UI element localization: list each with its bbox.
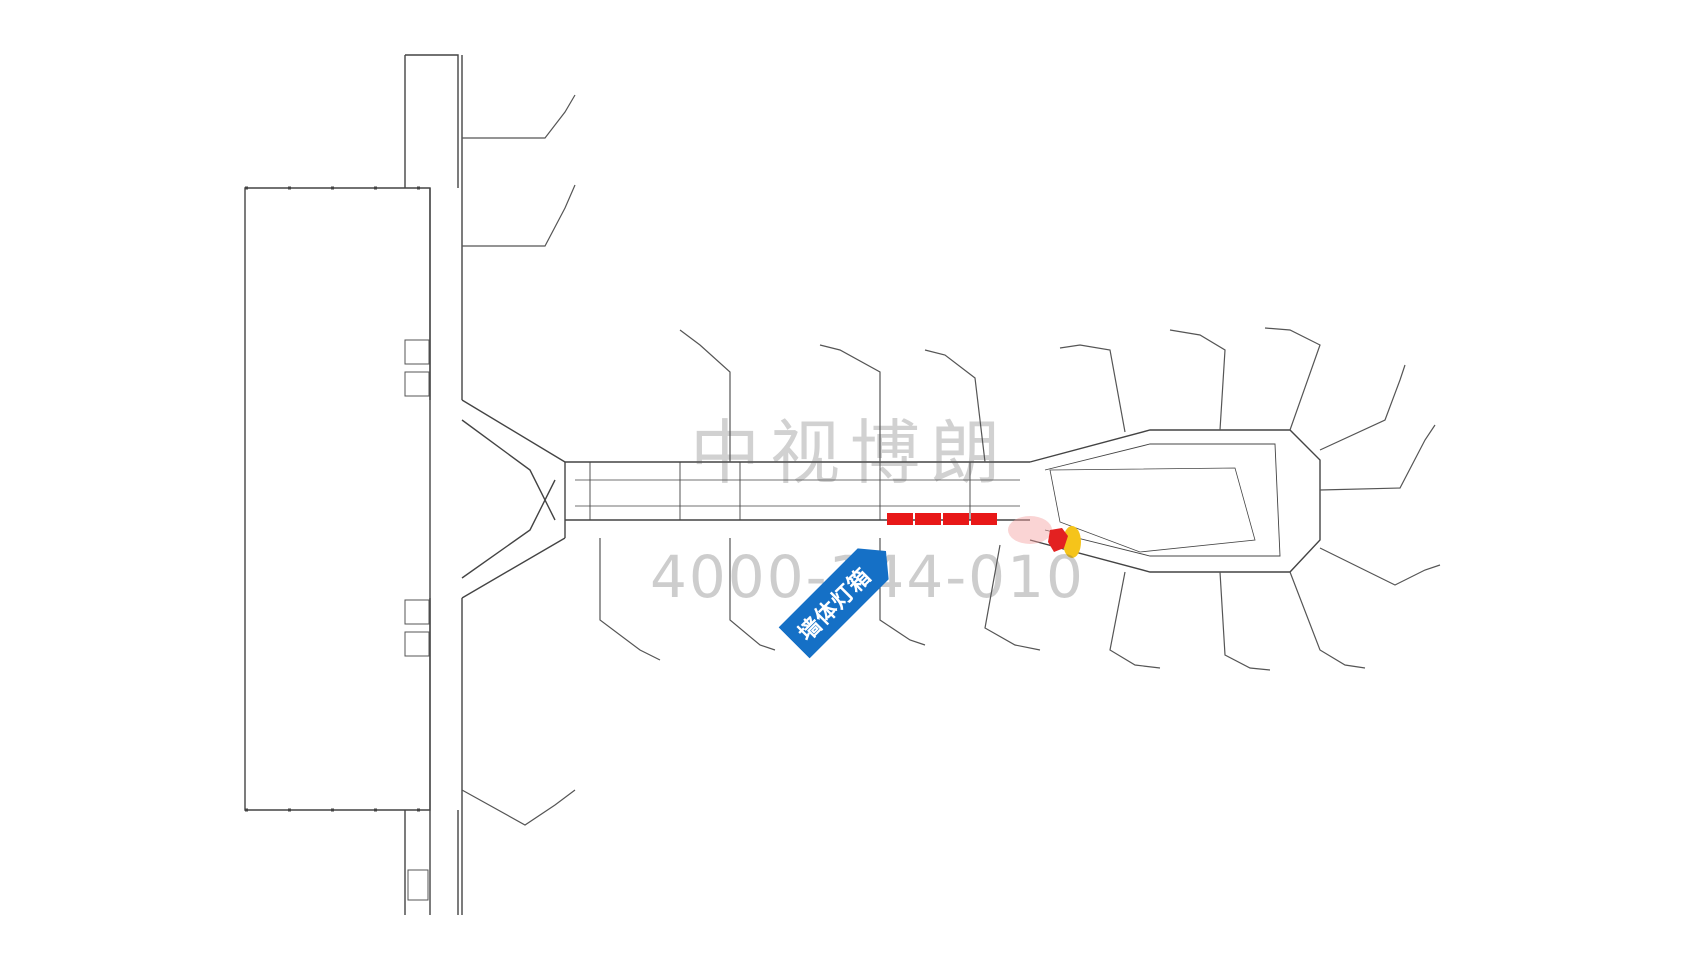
satellite-inner bbox=[1044, 443, 1281, 557]
jet-bridge-icon bbox=[984, 544, 1041, 651]
lightbox-position-2 bbox=[915, 513, 941, 525]
floor-plan-lines bbox=[244, 54, 1321, 915]
jet-bridges bbox=[461, 94, 1441, 826]
jet-bridge-icon bbox=[462, 94, 576, 139]
jet-bridge-icon bbox=[1289, 571, 1366, 669]
lower-wing-outline bbox=[404, 810, 459, 915]
jet-bridge-icon bbox=[819, 344, 881, 462]
jet-bridge-icon bbox=[679, 329, 731, 462]
service-rooms bbox=[404, 339, 430, 901]
jet-bridge-icon bbox=[1059, 344, 1126, 433]
pier-rooms bbox=[589, 462, 971, 520]
satellite-outline bbox=[1029, 429, 1321, 573]
jet-bridge-icon bbox=[461, 789, 576, 826]
jet-bridge-icon bbox=[462, 184, 576, 247]
jet-bridge-icon bbox=[1219, 571, 1271, 671]
jet-bridge-icon bbox=[599, 538, 661, 661]
satellite-courtyard bbox=[1049, 467, 1256, 553]
location-marker-icon bbox=[1008, 516, 1081, 558]
jet-bridge-icon bbox=[1264, 327, 1321, 431]
ad-positions bbox=[887, 513, 997, 525]
left-corridor bbox=[429, 55, 463, 915]
upper-wing-outline bbox=[404, 54, 459, 188]
jet-bridge-icon bbox=[729, 538, 776, 651]
jet-bridge-icon bbox=[1109, 571, 1161, 669]
jet-bridge-icon bbox=[924, 349, 986, 463]
lower-diagonal bbox=[461, 479, 566, 599]
upper-diagonal bbox=[461, 399, 566, 521]
lightbox-position-4 bbox=[971, 513, 997, 525]
watermark-company: 中视博朗 bbox=[690, 412, 1010, 494]
jet-bridge-icon bbox=[1169, 329, 1226, 431]
main-hall-outline bbox=[244, 187, 431, 811]
jet-bridge-icon bbox=[1319, 364, 1406, 451]
jet-bridge-icon bbox=[1319, 424, 1436, 491]
lightbox-position-1 bbox=[887, 513, 913, 525]
jet-bridge-icon bbox=[1319, 547, 1441, 586]
lightbox-position-3 bbox=[943, 513, 969, 525]
pier-inner bbox=[575, 479, 1020, 507]
